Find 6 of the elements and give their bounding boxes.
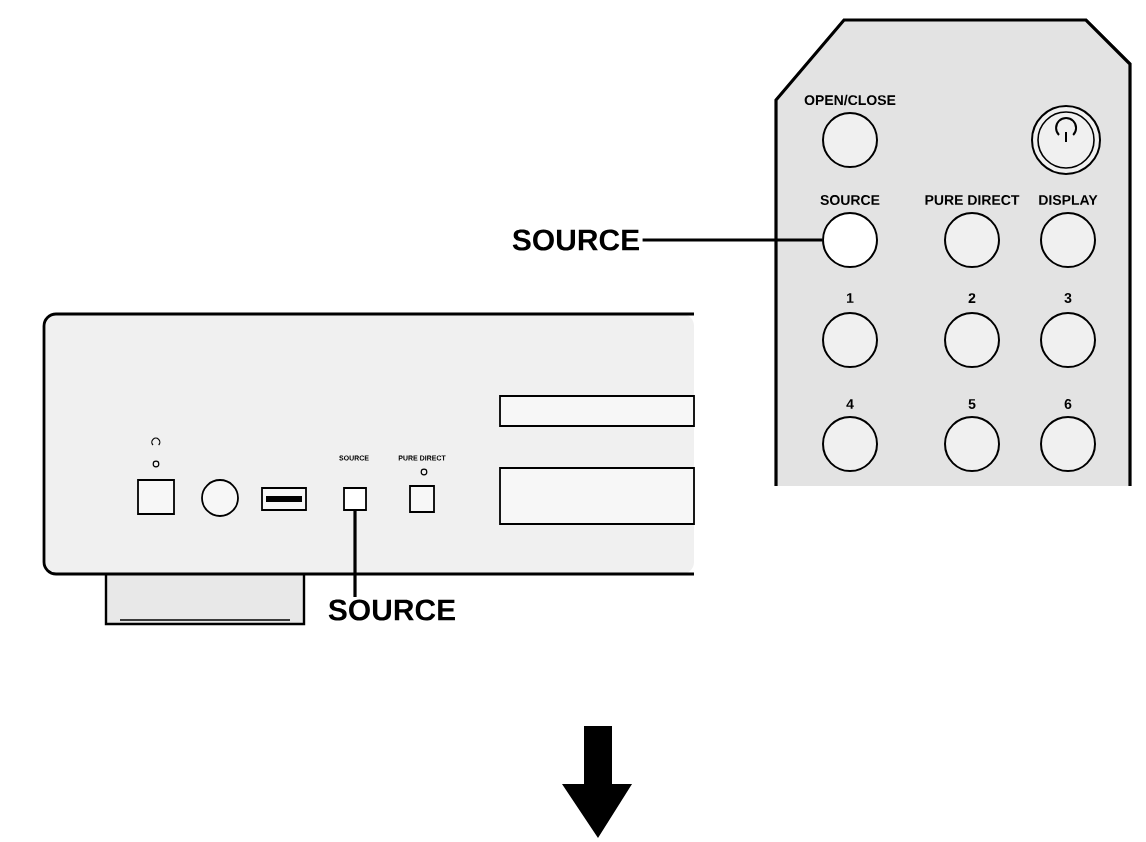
callout-label: SOURCE — [328, 599, 455, 621]
source-button — [822, 212, 878, 268]
leader-line — [642, 238, 822, 242]
leader-line — [353, 510, 357, 597]
source-button — [343, 487, 367, 511]
callout-label: SOURCE — [512, 229, 639, 251]
